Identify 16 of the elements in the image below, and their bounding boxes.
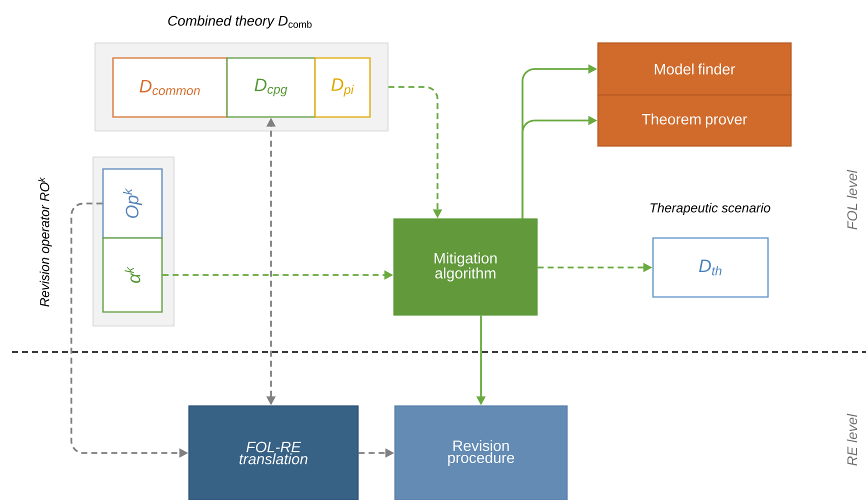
heading: Revision operator RO$^{k}$ (38, 177, 52, 307)
tool-box: Model finder (597, 42, 792, 96)
process-box: FOL-RE translation (188, 405, 359, 500)
theory-box: D$_{pi}$ (314, 57, 371, 118)
theory-box: D$_{common}$ (112, 57, 228, 118)
level-label: RE level (846, 414, 858, 466)
heading: Therapeutic scenario (650, 202, 770, 216)
level-label: FOL level (846, 170, 858, 230)
process-box: Revision procedure (394, 405, 568, 500)
operator-box: α$^{k}$ (102, 237, 163, 313)
heading: Combined theory D$_{comb}$ (168, 15, 312, 29)
theory-box: D$_{cpg}$ (226, 57, 316, 118)
operator-box: Op$^{k}$ (102, 168, 163, 239)
scenario-box: D$_{th}$ (652, 237, 769, 298)
tool-box: Theorem prover (597, 94, 792, 147)
process-box: Mitigation algorithm (393, 218, 538, 316)
